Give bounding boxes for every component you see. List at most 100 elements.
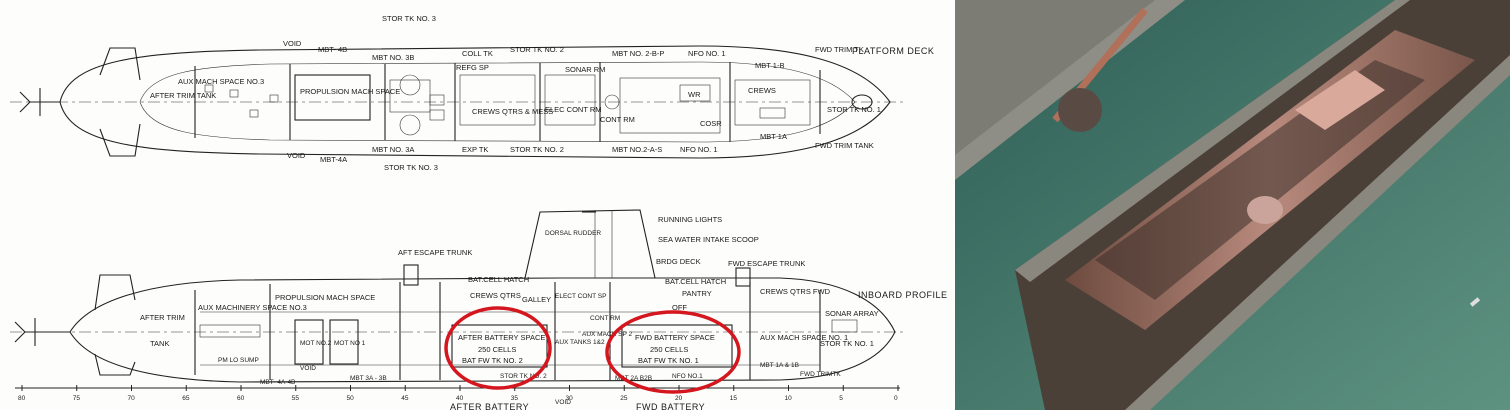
inboard-hull-outline bbox=[69, 277, 896, 383]
inboard-mbt-1a-1b: MBT 1A & 1B bbox=[760, 362, 799, 369]
crane-base bbox=[1058, 88, 1102, 132]
inboard-tank: TANK bbox=[150, 339, 169, 348]
aft-escape-trunk bbox=[403, 264, 419, 286]
propulsion-mach-box bbox=[294, 74, 371, 121]
inboard-lower-fin bbox=[94, 353, 136, 376]
elec-box bbox=[544, 74, 596, 126]
frame-number: 40 bbox=[456, 395, 464, 402]
platform-elec-cont-rm: ELEC CONT RM bbox=[545, 105, 602, 114]
frame-number: 65 bbox=[182, 395, 190, 402]
frame-number: 55 bbox=[292, 395, 300, 402]
inboard-mot-1: MOT NO 1 bbox=[334, 340, 366, 347]
platform-crews: CREWS bbox=[748, 86, 776, 95]
motor-2-box bbox=[294, 319, 324, 365]
frame-number: 15 bbox=[730, 395, 738, 402]
quay-shadow bbox=[955, 0, 1155, 155]
after-battery-highlight bbox=[444, 306, 552, 390]
inboard-off: OFF bbox=[672, 303, 687, 312]
platform-stor-tk-2-top: STOR TK NO. 2 bbox=[510, 45, 564, 54]
rust-patch bbox=[1295, 70, 1385, 130]
inboard-mbt-4a-4b: MBT- 4A-4B bbox=[260, 379, 295, 386]
platform-cont-rm: CONT RM bbox=[600, 115, 635, 124]
inboard-sail bbox=[524, 209, 656, 279]
platform-mbt-1b: MBT 1-B bbox=[755, 61, 784, 70]
platform-mbt-4b: MBT- 4B bbox=[318, 45, 347, 54]
inboard-void-1: VOID bbox=[300, 365, 316, 372]
platform-exp-tk: EXP TK bbox=[462, 145, 488, 154]
inboard-mbt-3a-3b: MBT 3A - 3B bbox=[350, 375, 387, 382]
inboard-after-bat-fw: BAT FW TK NO. 2 bbox=[462, 356, 523, 365]
frame-number: 20 bbox=[675, 395, 683, 402]
inboard-fwd-battery: FWD BATTERY SPACE bbox=[635, 333, 715, 342]
satellite-photo-svg bbox=[955, 0, 1510, 410]
inboard-aux-mach-1: AUX MACH SPACE NO. 1 bbox=[760, 333, 848, 342]
inboard-profile-title: INBOARD PROFILE bbox=[858, 290, 948, 300]
inboard-crews-qtrs-fwd: CREWS QTRS FWD bbox=[760, 287, 831, 296]
inboard-after-cells: 250 CELLS bbox=[478, 345, 516, 354]
detail-box bbox=[759, 107, 786, 119]
submarine-sail bbox=[1247, 196, 1283, 224]
platform-stor-tk-1: STOR TK NO. 1 bbox=[827, 105, 881, 114]
inboard-aux-mach-2: AUX MACH SP 2 bbox=[582, 331, 632, 338]
platform-upper-fin bbox=[99, 47, 141, 81]
inboard-after-battery-bottom: AFTER BATTERY bbox=[450, 402, 529, 410]
fwd-battery-highlight bbox=[605, 310, 741, 394]
periscope-circle bbox=[604, 94, 620, 110]
fwd-battery-box bbox=[621, 324, 733, 368]
platform-mbt-2bp: MBT NO. 2-B-P bbox=[612, 49, 664, 58]
inboard-crews-qtrs: CREWS QTRS bbox=[470, 291, 521, 300]
frame-number: 80 bbox=[18, 395, 26, 402]
inboard-sea-water: SEA WATER INTAKE SCOOP bbox=[658, 235, 759, 244]
platform-stor-tk-2-bot: STOR TK NO. 2 bbox=[510, 145, 564, 154]
inboard-propulsion-mach: PROPULSION MACH SPACE bbox=[275, 293, 375, 302]
motor-1-box bbox=[329, 319, 359, 365]
platform-nfo-1-bot: NFO NO. 1 bbox=[680, 145, 718, 154]
platform-deck-title: PLATFORM DECK bbox=[852, 46, 934, 56]
frame-number: 50 bbox=[347, 395, 355, 402]
inboard-fwd-trimtk: FWD TRIMTK bbox=[800, 371, 841, 378]
frame-number: 45 bbox=[401, 395, 409, 402]
machinery-box bbox=[389, 79, 431, 113]
frame-number: 5 bbox=[839, 395, 843, 402]
platform-void-bottom: VOID bbox=[287, 151, 306, 160]
detail-box bbox=[429, 109, 445, 121]
satellite-photo bbox=[955, 0, 1510, 410]
inboard-running-lights: RUNNING LIGHTS bbox=[658, 215, 722, 224]
inboard-aft-escape: AFT ESCAPE TRUNK bbox=[398, 248, 472, 257]
inboard-pm-lo-sump: PM LO SUMP bbox=[218, 357, 259, 364]
small-boat bbox=[1469, 297, 1481, 307]
dock-wall bbox=[1125, 55, 1510, 410]
inboard-galley: GALLEY bbox=[522, 295, 551, 304]
platform-void-top: VOID bbox=[283, 39, 302, 48]
sonar-box bbox=[831, 319, 858, 333]
frame-number: 35 bbox=[511, 395, 519, 402]
platform-stor-tk-3-top: STOR TK NO. 3 bbox=[382, 14, 436, 23]
platform-mbt-3b: MBT NO. 3B bbox=[372, 53, 414, 62]
crews-box bbox=[734, 79, 811, 126]
engine-circle bbox=[399, 74, 421, 96]
detail-box bbox=[429, 94, 445, 106]
platform-mbt-3a: MBT NO. 3A bbox=[372, 145, 414, 154]
platform-mbt-4a: MBT-4A bbox=[320, 155, 347, 164]
hull-scaffolding bbox=[1095, 60, 1425, 300]
detail-box bbox=[204, 84, 214, 93]
platform-lower-fin bbox=[99, 123, 141, 157]
frame-number: 10 bbox=[785, 395, 793, 402]
frame-number: 75 bbox=[73, 395, 81, 402]
submarine-drawing: STOR TK NO. 3 VOID MBT- 4B COLL TK STOR … bbox=[10, 14, 948, 412]
inboard-aux-tanks: AUX TANKS 1&2 bbox=[555, 339, 605, 346]
platform-deck-view: STOR TK NO. 3 VOID MBT- 4B COLL TK STOR … bbox=[10, 14, 934, 172]
frame-number: 70 bbox=[128, 395, 136, 402]
platform-inner-hull bbox=[139, 61, 856, 143]
platform-mbt-1a: MBT 1A bbox=[760, 132, 787, 141]
shaft-box bbox=[199, 324, 261, 338]
engine-circle bbox=[399, 114, 421, 136]
inboard-nfo-1: NFO NO.1 bbox=[672, 373, 703, 380]
inboard-brdg-deck: BRDG DECK bbox=[656, 257, 701, 266]
frame-number: 25 bbox=[620, 395, 628, 402]
detail-box bbox=[249, 109, 259, 118]
inboard-propeller bbox=[14, 318, 70, 346]
platform-crews-qtrs-mess: CREWS QTRS & MESS bbox=[472, 107, 553, 116]
